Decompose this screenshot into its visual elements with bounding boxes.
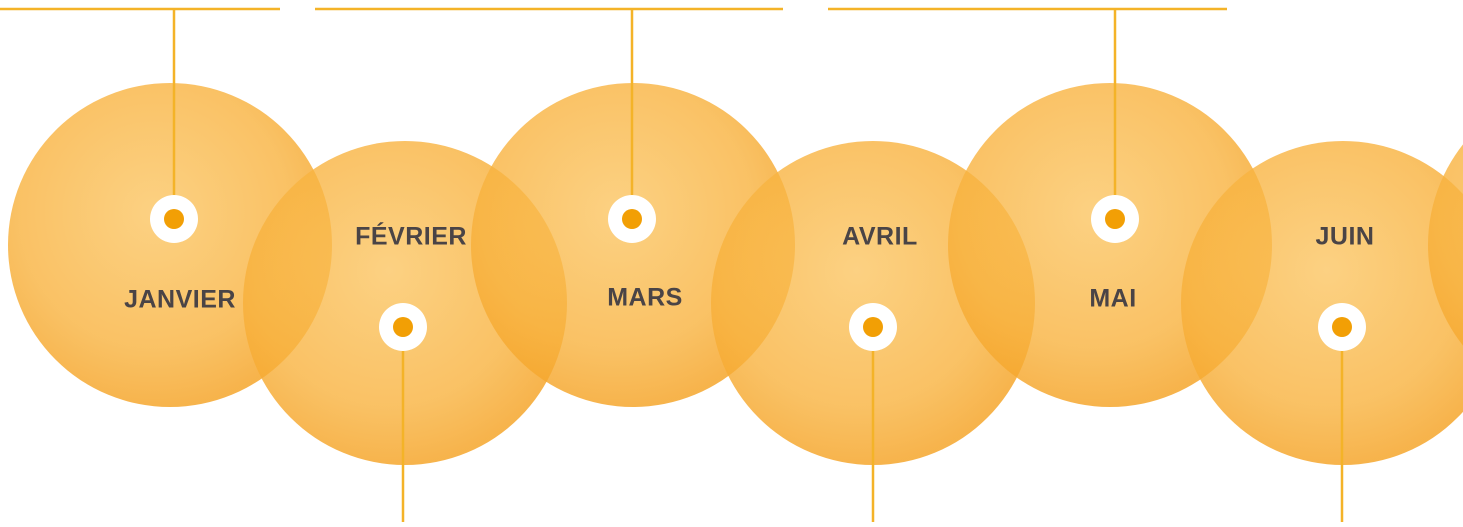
circle-partial (1428, 144, 1463, 346)
connector-lines (172, 9, 1344, 522)
marker-dot-fevrier (379, 303, 427, 351)
month-label-mai: MAI (1089, 284, 1137, 313)
month-label-janvier: JANVIER (124, 285, 236, 314)
marker-dot-janvier (150, 195, 198, 243)
month-label-avril: AVRIL (842, 222, 918, 251)
month-label-juin: JUIN (1315, 222, 1375, 251)
marker-dot-mars (608, 195, 656, 243)
month-label-mars: MARS (607, 283, 683, 312)
watercolor-circles (8, 83, 1463, 465)
marker-dot-juin (1318, 303, 1366, 351)
marker-dot-avril (849, 303, 897, 351)
month-label-fevrier: FÉVRIER (355, 222, 467, 251)
marker-dots (150, 195, 1366, 351)
circle-juin (1181, 141, 1463, 465)
marker-dot-mai (1091, 195, 1139, 243)
